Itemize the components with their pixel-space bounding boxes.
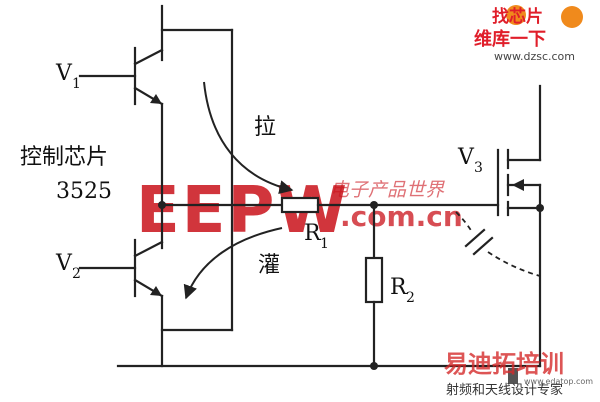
logo-top-text: 找芯片 — [492, 6, 543, 27]
train-url-text: www.edatop.com — [524, 377, 593, 386]
svg-text:R: R — [390, 275, 408, 300]
pull-label: 拉 — [254, 115, 276, 140]
train-title-text: 易迪拓培训 — [444, 350, 564, 378]
svg-text:2: 2 — [72, 266, 81, 282]
svg-text:2: 2 — [406, 290, 415, 306]
label-r2: R 2 — [390, 275, 415, 306]
eepw-cn-text: 电子产品世界 — [330, 179, 445, 201]
svg-text:3: 3 — [474, 160, 483, 176]
label-v1: V 1 — [55, 61, 81, 92]
mosfet-v3 — [496, 84, 544, 368]
label-v3: V 3 — [457, 145, 483, 176]
ground-node — [370, 362, 378, 370]
chip-label: 控制芯片 — [20, 145, 108, 170]
svg-text:V: V — [55, 61, 73, 86]
logo-face-icon — [506, 5, 526, 25]
train-sub-text: 射频和天线设计专家 — [446, 382, 563, 398]
logo-url-text: www.dzsc.com — [494, 50, 575, 63]
chip-model-label: 3525 — [56, 179, 112, 204]
resistor-r1 — [280, 196, 320, 214]
dzsc-logo-watermark: 找芯片 维库一下 www.dzsc.com — [474, 5, 583, 63]
svg-text:1: 1 — [72, 76, 81, 92]
label-r1: R 1 — [304, 221, 329, 252]
sink-current-arrow — [183, 227, 283, 300]
parasitic-capacitor — [455, 211, 541, 277]
svg-text:V: V — [457, 145, 475, 170]
logo-mid-text: 维库一下 — [474, 28, 546, 50]
transistor-v2 — [78, 238, 164, 298]
edatop-watermark: 易迪拓培训 射频和天线设计专家 www.edatop.com — [444, 350, 593, 398]
svg-text:V: V — [55, 251, 73, 276]
camera-icon — [508, 368, 518, 384]
svg-text:1: 1 — [320, 236, 329, 252]
svg-text:R: R — [304, 221, 322, 246]
logo-face-icon-2 — [561, 6, 583, 28]
sink-label: 灌 — [258, 253, 280, 278]
transistor-v1 — [78, 46, 164, 106]
resistor-r2 — [364, 256, 384, 304]
label-v2: V 2 — [55, 251, 81, 282]
source-current-arrow — [203, 81, 294, 194]
